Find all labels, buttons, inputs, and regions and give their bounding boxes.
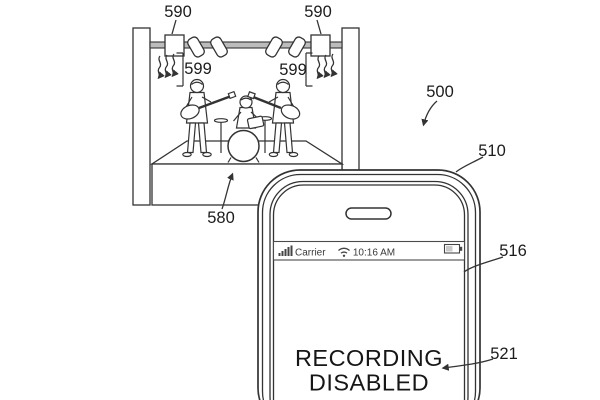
ref-510-leader — [455, 156, 484, 173]
reference-labels: 590 590 599 599 500 510 516 521 580 — [164, 3, 527, 371]
ref-516: 516 — [499, 242, 527, 260]
ref-599-right: 599 — [279, 61, 307, 79]
ref-510: 510 — [478, 142, 506, 160]
phone-screen-edge — [272, 184, 466, 400]
ref-521: 521 — [490, 345, 518, 363]
recording-disabled-line1: RECORDING — [295, 345, 443, 371]
ref-500: 500 — [426, 83, 454, 101]
recording-disabled-line2: DISABLED — [309, 370, 429, 396]
emitter-box-right — [310, 34, 331, 57]
ref-590-left-leader — [171, 19, 177, 35]
bass-drum-icon — [227, 129, 260, 163]
ref-580: 580 — [207, 209, 235, 227]
truss-bar — [149, 41, 343, 49]
stage-left-pillar — [132, 27, 151, 206]
wifi-icon — [338, 247, 350, 257]
battery-icon — [443, 243, 463, 254]
ref-590-left: 590 — [164, 3, 192, 21]
clock-label: 10:16 AM — [353, 248, 395, 259]
stage-structure — [132, 27, 360, 206]
cymbal-icon — [213, 118, 229, 123]
ref-516-leader — [463, 256, 504, 273]
signal-bracket-left — [176, 52, 184, 87]
phone-outer-shell — [257, 169, 481, 400]
phone-shell-line — [261, 173, 477, 400]
drummer-icon — [213, 95, 273, 163]
status-bar: Carrier 10:16 AM — [272, 240, 466, 261]
phone: Carrier 10:16 AM RECORDING DISABLED — [257, 169, 481, 400]
screen-message: RECORDING DISABLED — [295, 345, 443, 396]
signal-bracket-right — [305, 52, 313, 87]
stage-leader-arrow — [221, 172, 234, 210]
band — [180, 78, 301, 163]
signal-waves-right-icon — [305, 52, 338, 87]
signal-waves-left-icon — [157, 52, 184, 87]
stage-light-icon — [288, 36, 306, 58]
ref-590-right-leader — [316, 19, 322, 35]
stage-light-icon — [210, 36, 228, 58]
ref-521-arrow — [441, 358, 494, 371]
ref-500-arrow — [421, 100, 438, 127]
signal-bars-icon — [278, 245, 293, 256]
carrier-label: Carrier — [295, 248, 326, 259]
stage-light-icon — [187, 36, 205, 58]
speaker-slot-icon — [345, 207, 392, 220]
emitter-box-left — [164, 34, 185, 57]
ref-599-left: 599 — [184, 60, 212, 78]
stage-light-icon — [265, 36, 283, 58]
guitarist-right-icon — [247, 78, 301, 158]
guitarist-left-icon — [180, 78, 237, 158]
phone-front-line — [269, 180, 469, 400]
tom-drum-icon — [246, 115, 265, 130]
ref-590-right: 590 — [304, 3, 332, 21]
